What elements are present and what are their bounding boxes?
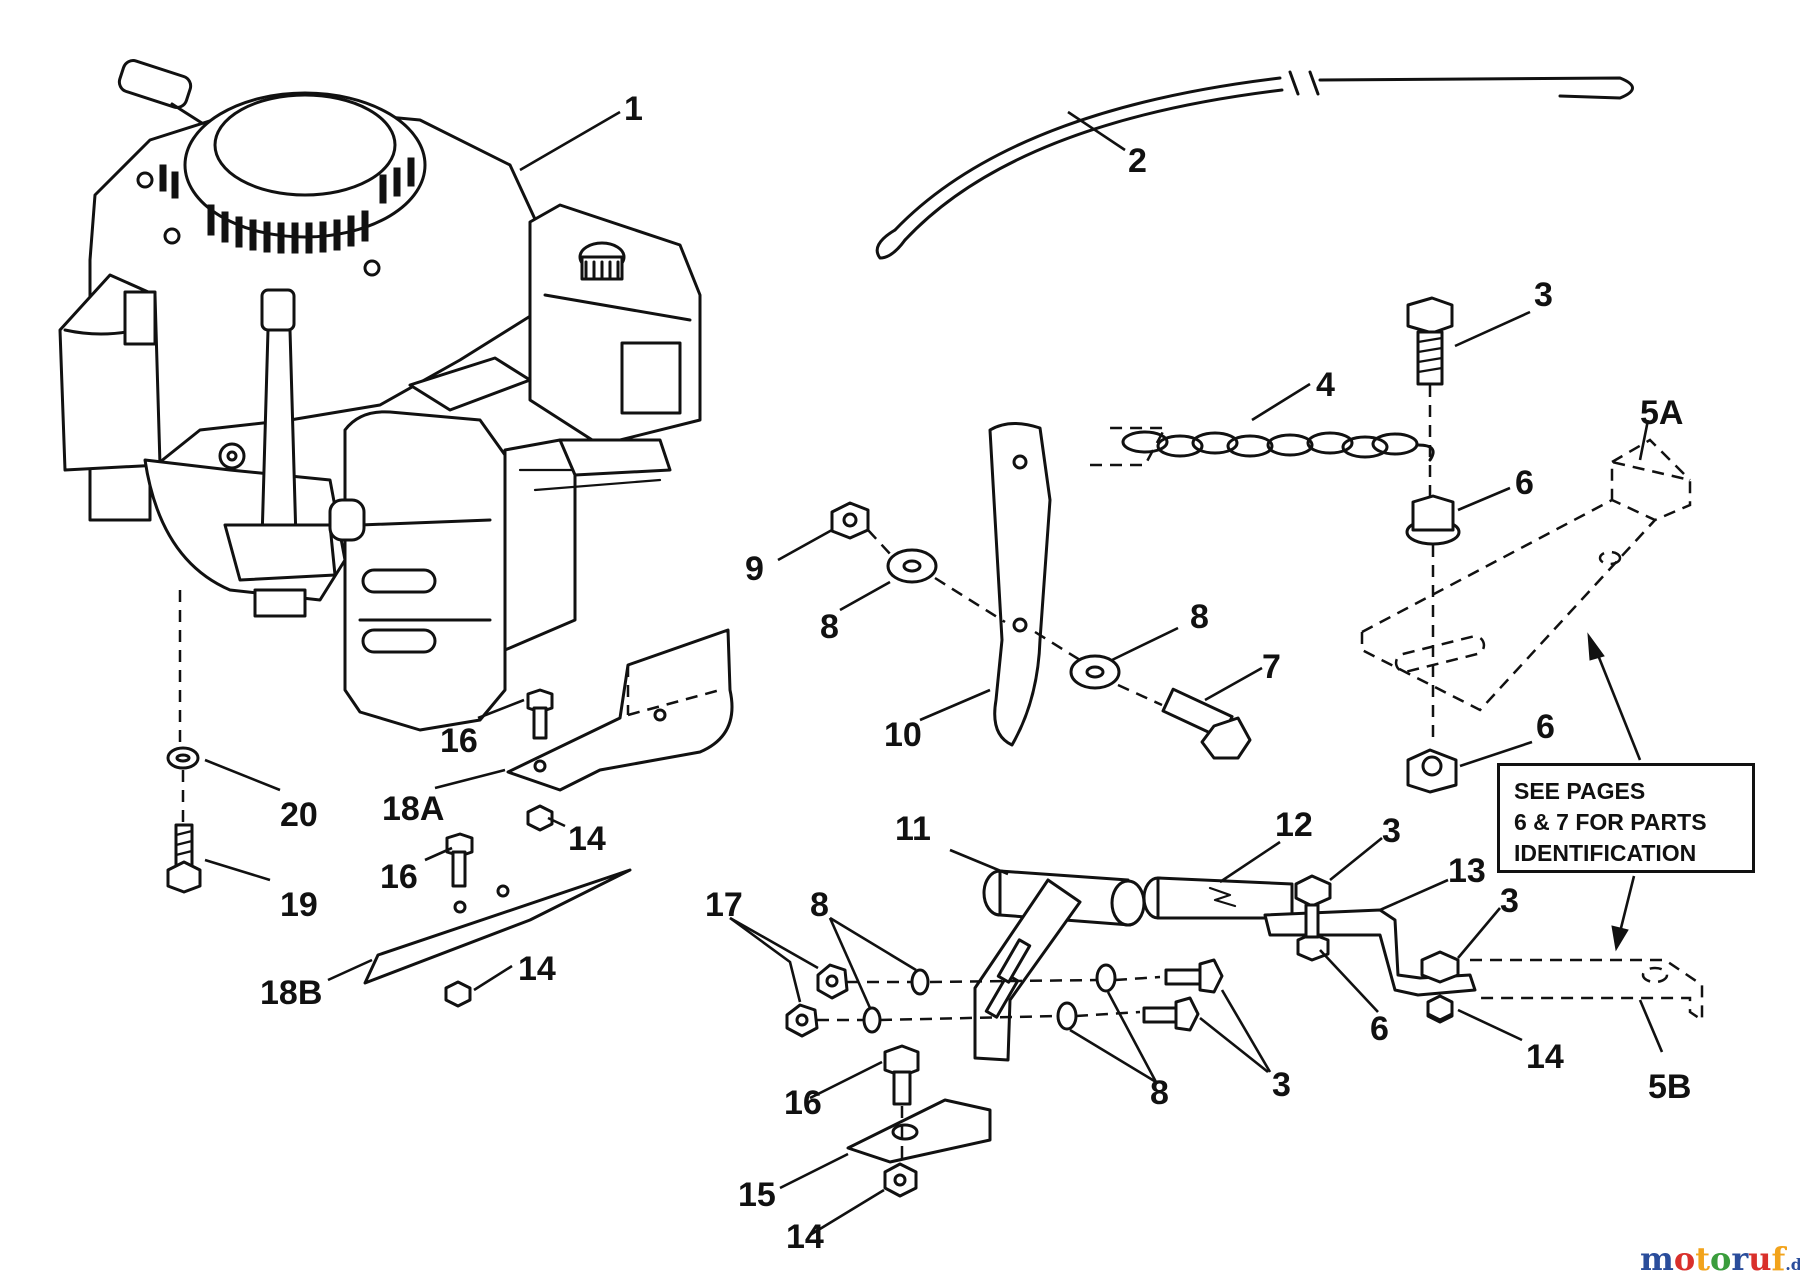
washer-8-front-lower: [862, 1006, 882, 1034]
callout-13: 13: [1448, 852, 1486, 890]
callout-6-lower-link: 6: [1370, 1010, 1389, 1048]
watermark-letter: o: [1709, 1240, 1732, 1278]
chain-4: [1090, 426, 1435, 467]
callout-12: 12: [1275, 806, 1313, 844]
callout-18a: 18A: [382, 790, 444, 828]
watermark-name: motoruf: [1640, 1240, 1785, 1278]
watermark-letter: r: [1731, 1240, 1749, 1278]
bolt-3-front-upper: [1164, 958, 1224, 994]
nut-14-lever: [1426, 994, 1454, 1022]
engine-illustration: [58, 59, 702, 732]
link-10: [988, 422, 1052, 747]
note-line-3: IDENTIFICATION: [1514, 840, 1697, 866]
callout-labels: 1 2 3 4 5A 6 6 7 8 9 8 10 16 18A 14 20 1…: [260, 90, 1691, 1256]
washer-8-rear-lower: [1056, 1001, 1078, 1031]
flange-nut-6-upper: [1405, 494, 1461, 546]
washer-8-front-upper: [910, 968, 930, 996]
callout-14-middle: 14: [518, 950, 556, 988]
callout-6-lower: 6: [1536, 708, 1555, 746]
callout-9: 9: [745, 550, 764, 588]
callout-8-left: 8: [820, 608, 839, 646]
leader-lines: [204, 110, 1664, 1237]
note-line-1: SEE PAGES: [1514, 778, 1646, 804]
callout-19: 19: [280, 886, 318, 924]
bolt-16-lower: [883, 1044, 920, 1106]
nut-17-lower: [785, 1003, 819, 1038]
callout-2: 2: [1128, 142, 1147, 180]
callout-20: 20: [280, 796, 318, 834]
bolt-16-middle: [445, 832, 474, 888]
callout-16-lower: 16: [784, 1084, 822, 1122]
note-line-2: 6 & 7 FOR PARTS: [1514, 809, 1707, 835]
bracket-15: [846, 878, 1082, 1164]
bracket-5b: [1470, 958, 1704, 1023]
watermark-letter: m: [1640, 1240, 1674, 1278]
watermark-letter: f: [1771, 1240, 1786, 1278]
washer-8-upper: [886, 548, 938, 584]
washer-8-rear-upper: [1095, 963, 1117, 993]
washer-8-lower: [1069, 654, 1121, 690]
bracket-5a: [1360, 438, 1692, 712]
callout-16-upper: 16: [440, 722, 478, 760]
callout-3-top: 3: [1534, 276, 1553, 314]
callout-16-middle: 16: [380, 858, 418, 896]
nut-9: [830, 501, 870, 540]
callout-5a: 5A: [1640, 394, 1683, 432]
shield-18a: [506, 628, 734, 792]
watermark-letter: t: [1695, 1240, 1710, 1278]
callout-3-lever: 3: [1500, 882, 1519, 920]
bolt-7: [1161, 687, 1252, 760]
callout-1: 1: [624, 90, 643, 128]
see-pages-note: SEE PAGES 6 & 7 FOR PARTS IDENTIFICATION: [1497, 763, 1755, 873]
watermark-logo: motoruf.de: [1640, 1240, 1800, 1278]
callout-3-front: 3: [1272, 1066, 1291, 1104]
watermark-letter: o: [1673, 1240, 1696, 1278]
shield-18b: [363, 868, 632, 985]
watermark-letter: u: [1748, 1240, 1772, 1278]
bolt-16-upper: [526, 688, 554, 740]
callout-17: 17: [705, 886, 743, 924]
callout-10: 10: [884, 716, 922, 754]
callout-7: 7: [1262, 648, 1281, 686]
bolt-3-upper-link: [1294, 874, 1332, 962]
callout-14-upper: 14: [568, 820, 606, 858]
callout-8-rear: 8: [1150, 1074, 1169, 1112]
callout-14-lever: 14: [1526, 1038, 1564, 1076]
lock-washer-20: [166, 746, 200, 770]
callout-8-front: 8: [810, 886, 829, 924]
callout-18b: 18B: [260, 974, 322, 1012]
nut-14-lower: [883, 1162, 918, 1198]
callout-14-lower: 14: [786, 1218, 824, 1256]
bolt-3-top: [1406, 296, 1454, 386]
throttle-cable: [875, 70, 1634, 260]
watermark-tld: .de: [1785, 1255, 1800, 1274]
callout-8-right: 8: [1190, 598, 1209, 636]
nut-14-upper: [526, 804, 554, 832]
callout-11: 11: [895, 810, 931, 848]
callout-6-upper: 6: [1515, 464, 1534, 502]
nut-14-middle: [444, 980, 472, 1008]
callout-5b: 5B: [1648, 1068, 1691, 1106]
callout-15: 15: [738, 1176, 776, 1214]
callout-3-link: 3: [1382, 812, 1401, 850]
callout-4: 4: [1316, 366, 1335, 404]
flange-nut-6-lower: [1406, 748, 1458, 794]
bolt-3-front-lower: [1142, 996, 1200, 1032]
bolt-19: [166, 823, 202, 894]
rod-12: [1142, 876, 1294, 920]
nut-17-upper: [816, 963, 849, 1000]
